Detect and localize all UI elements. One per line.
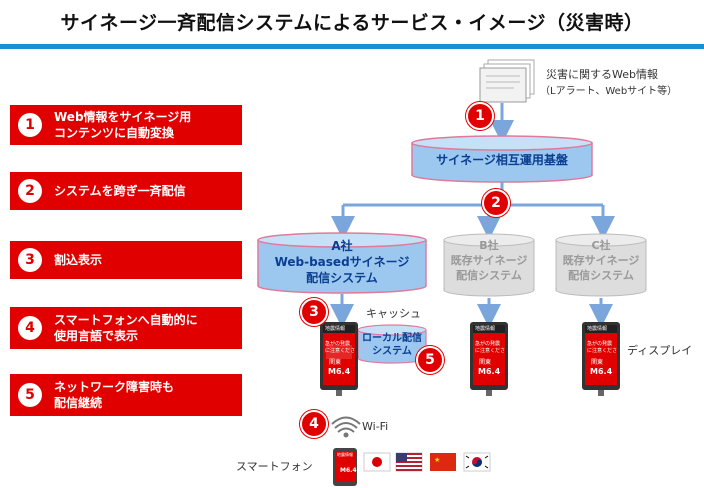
title-underline xyxy=(0,44,704,49)
step-1-line2: コンテンツに自動変換 xyxy=(54,126,175,140)
system-a-company: A社 xyxy=(331,239,353,253)
display-arrows xyxy=(330,294,613,328)
system-c-label: C社 既存サイネージ 配信システム xyxy=(556,238,646,283)
step-1-line1: Web情報をサイネージ用 xyxy=(54,110,192,124)
display-c-magnitude: M6.4 xyxy=(590,367,613,376)
display-a-msg1: 急がの発震 xyxy=(325,341,351,347)
step-5: 5 ネットワーク障害時も 配信継続 xyxy=(10,374,242,416)
step-1-text: Web情報をサイネージ用 コンテンツに自動変換 xyxy=(54,109,191,141)
display-c-msg2: に注意くださ xyxy=(587,348,618,354)
step-3-number: 3 xyxy=(18,248,42,272)
system-b-type: 既存サイネージ xyxy=(450,254,528,267)
step-2-number: 2 xyxy=(18,179,42,203)
step-1: 1 Web情報をサイネージ用 コンテンツに自動変換 xyxy=(10,105,242,145)
step-4-line1: スマートフォンへ自動的に xyxy=(54,313,198,327)
display-c-msg1: 急がの発震 xyxy=(587,341,613,347)
display-c-place: 関東 xyxy=(591,359,604,366)
system-c-name: 配信システム xyxy=(568,269,634,282)
step-3: 3 割込表示 xyxy=(10,241,242,279)
step-4-line2: 使用言語で表示 xyxy=(54,329,139,343)
system-c-cylinder xyxy=(555,233,647,297)
display-b-msg1: 急がの発震 xyxy=(475,341,501,347)
system-a-name: 配信システム xyxy=(306,271,378,285)
system-b-cylinder xyxy=(443,233,535,297)
system-b-label: B社 既存サイネージ 配信システム xyxy=(444,238,534,283)
step-5-text: ネットワーク障害時も 配信継続 xyxy=(54,379,174,411)
step-4-number: 4 xyxy=(18,316,42,340)
platform-label: サイネージ相互運用基盤 xyxy=(436,153,568,167)
display-a-magnitude: M6.4 xyxy=(328,367,351,376)
japan-flag xyxy=(363,452,391,472)
display-b-magnitude: M6.4 xyxy=(478,367,501,376)
page-title: サイネージ一斉配信システムによるサービス・イメージ（災害時） xyxy=(60,12,644,34)
step-2-text: システムを跨ぎ一斉配信 xyxy=(54,184,186,198)
step-3-text: 割込表示 xyxy=(54,253,103,267)
display-b-place: 関東 xyxy=(479,359,492,366)
web-documents-icon xyxy=(479,59,535,103)
step-4-text: スマートフォンへ自動的に 使用言語で表示 xyxy=(54,312,198,344)
local-system-label: ローカル配信 システム xyxy=(358,332,426,358)
local-system-line1: ローカル配信 xyxy=(362,333,422,344)
source-label-line1: 災害に関するWeb情報 xyxy=(546,68,658,81)
distribution-arrows xyxy=(331,182,615,240)
badge-2: 2 xyxy=(482,189,510,217)
system-a-label: A社 Web-basedサイネージ 配信システム xyxy=(258,238,426,286)
svg-text:★: ★ xyxy=(434,456,440,464)
badge-3: 3 xyxy=(300,298,328,326)
cache-label: キャッシュ xyxy=(366,307,421,320)
display-a-header: 地震情報 xyxy=(325,326,346,332)
system-b-name: 配信システム xyxy=(456,269,522,282)
display-a-place: 関東 xyxy=(329,359,342,366)
badge-4: 4 xyxy=(300,410,328,438)
usa-flag xyxy=(395,452,423,472)
display-c xyxy=(582,322,620,396)
display-a xyxy=(320,322,358,396)
badge-1: 1 xyxy=(466,102,494,130)
step-4: 4 スマートフォンへ自動的に 使用言語で表示 xyxy=(10,307,242,349)
smartphone-icon xyxy=(333,448,357,486)
system-b-company: B社 xyxy=(479,239,499,252)
system-c-company: C社 xyxy=(591,239,611,252)
display-b xyxy=(470,322,508,396)
smartphone-magnitude: M6.4 xyxy=(340,467,357,474)
wifi-icon xyxy=(331,416,361,438)
step-5-number: 5 xyxy=(18,383,42,407)
display-b-msg2: に注意くださ xyxy=(475,348,506,354)
wifi-label: Wi-Fi xyxy=(362,420,389,433)
step-2: 2 システムを跨ぎ一斉配信 xyxy=(10,172,242,210)
local-system-line2: システム xyxy=(372,346,412,357)
display-c-header: 地震情報 xyxy=(587,326,608,332)
display-b-header: 地震情報 xyxy=(475,326,496,332)
badge-5: 5 xyxy=(416,346,444,374)
display-a-msg2: に注意くださ xyxy=(325,348,356,354)
smartphone-header: 地震情報 xyxy=(337,452,353,457)
korea-flag xyxy=(463,452,491,472)
system-a-type: Web-basedサイネージ xyxy=(274,255,410,269)
step-1-number: 1 xyxy=(18,113,42,137)
system-c-type: 既存サイネージ xyxy=(562,254,640,267)
smartphone-label: スマートフォン xyxy=(236,460,313,473)
system-a-cylinder xyxy=(257,232,427,294)
source-label-line2: （Lアラート、Webサイト等） xyxy=(540,86,678,97)
step-5-line2: 配信継続 xyxy=(54,396,103,410)
display-label: ディスプレイ xyxy=(627,344,693,357)
platform-cylinder xyxy=(411,135,593,183)
step-5-line1: ネットワーク障害時も xyxy=(54,380,175,394)
china-flag: ★ xyxy=(430,453,456,471)
